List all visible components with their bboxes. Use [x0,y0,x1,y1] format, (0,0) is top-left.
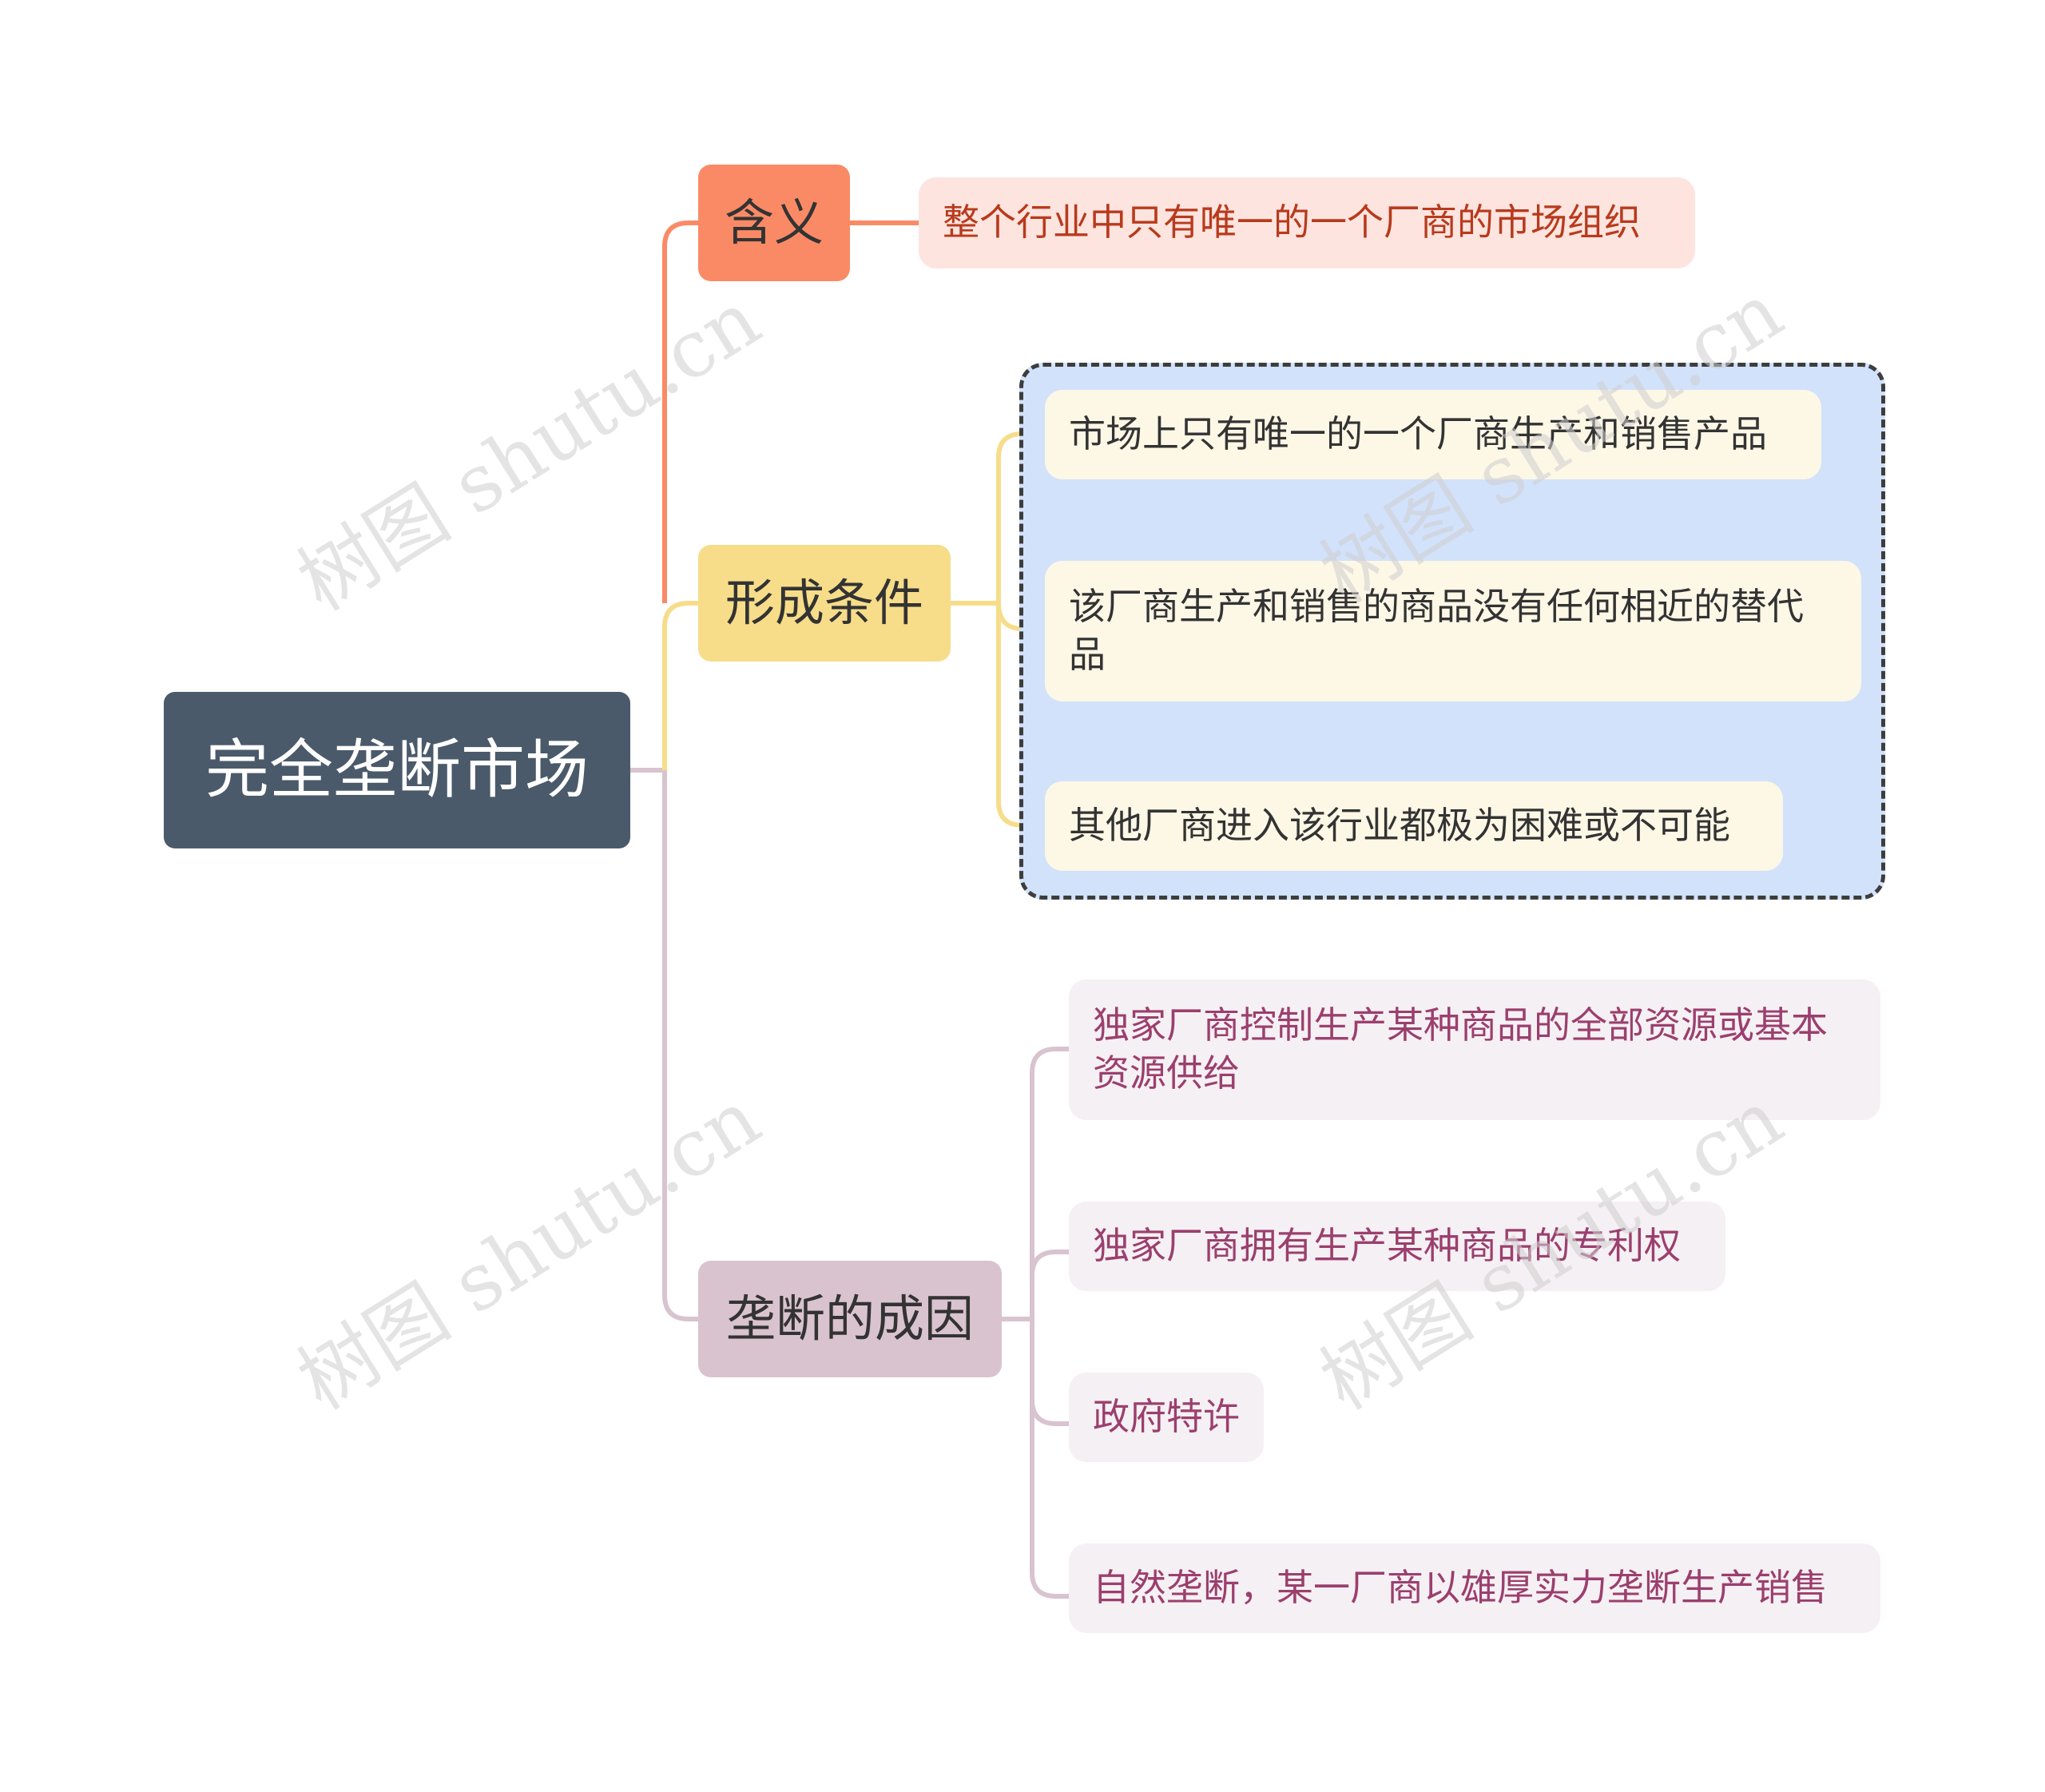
leaf-label: 独家厂商控制生产某种商品的全部资源或基本资源供给 [1093,1003,1828,1095]
leaf-condition-1[interactable]: 市场上只有唯一的一个厂商生产和销售产品 [1045,390,1821,479]
leaf-condition-2[interactable]: 该厂商生产和销售的商品没有任何相近的替代品 [1045,561,1861,701]
branch-conditions-label: 形成条件 [725,573,923,632]
leaf-cause-3[interactable]: 政府特许 [1069,1373,1264,1462]
leaf-cause-4[interactable]: 自然垄断，某一厂商以雄厚实力垄断生产销售 [1069,1544,1880,1633]
branch-meaning[interactable]: 含义 [698,165,850,281]
leaf-meaning-1[interactable]: 整个行业中只有唯一的一个厂商的市场组织 [919,177,1695,268]
branch-causes[interactable]: 垄断的成因 [698,1261,1002,1377]
leaf-cause-2[interactable]: 独家厂商拥有生产某种商品的专利权 [1069,1202,1725,1291]
leaf-label: 自然垄断，某一厂商以雄厚实力垄断生产销售 [1093,1566,1828,1610]
branch-conditions[interactable]: 形成条件 [698,545,951,662]
leaf-condition-3[interactable]: 其他厂商进入该行业都极为困难或不可能 [1045,781,1783,871]
leaf-cause-1[interactable]: 独家厂商控制生产某种商品的全部资源或基本资源供给 [1069,979,1880,1120]
branch-meaning-label: 含义 [724,193,824,252]
branch-causes-label: 垄断的成因 [725,1289,974,1348]
root-topic-label: 完全垄断市场 [205,733,589,807]
leaf-label: 其他厂商进入该行业都极为困难或不可能 [1069,804,1730,848]
leaf-label: 独家厂商拥有生产某种商品的专利权 [1093,1224,1681,1268]
root-topic[interactable]: 完全垄断市场 [164,692,630,848]
leaf-label: 市场上只有唯一的一个厂商生产和销售产品 [1069,412,1767,456]
leaf-label: 政府特许 [1093,1395,1240,1439]
leaf-label: 整个行业中只有唯一的一个厂商的市场组织 [943,201,1641,244]
leaf-label: 该厂商生产和销售的商品没有任何相近的替代品 [1069,585,1804,676]
